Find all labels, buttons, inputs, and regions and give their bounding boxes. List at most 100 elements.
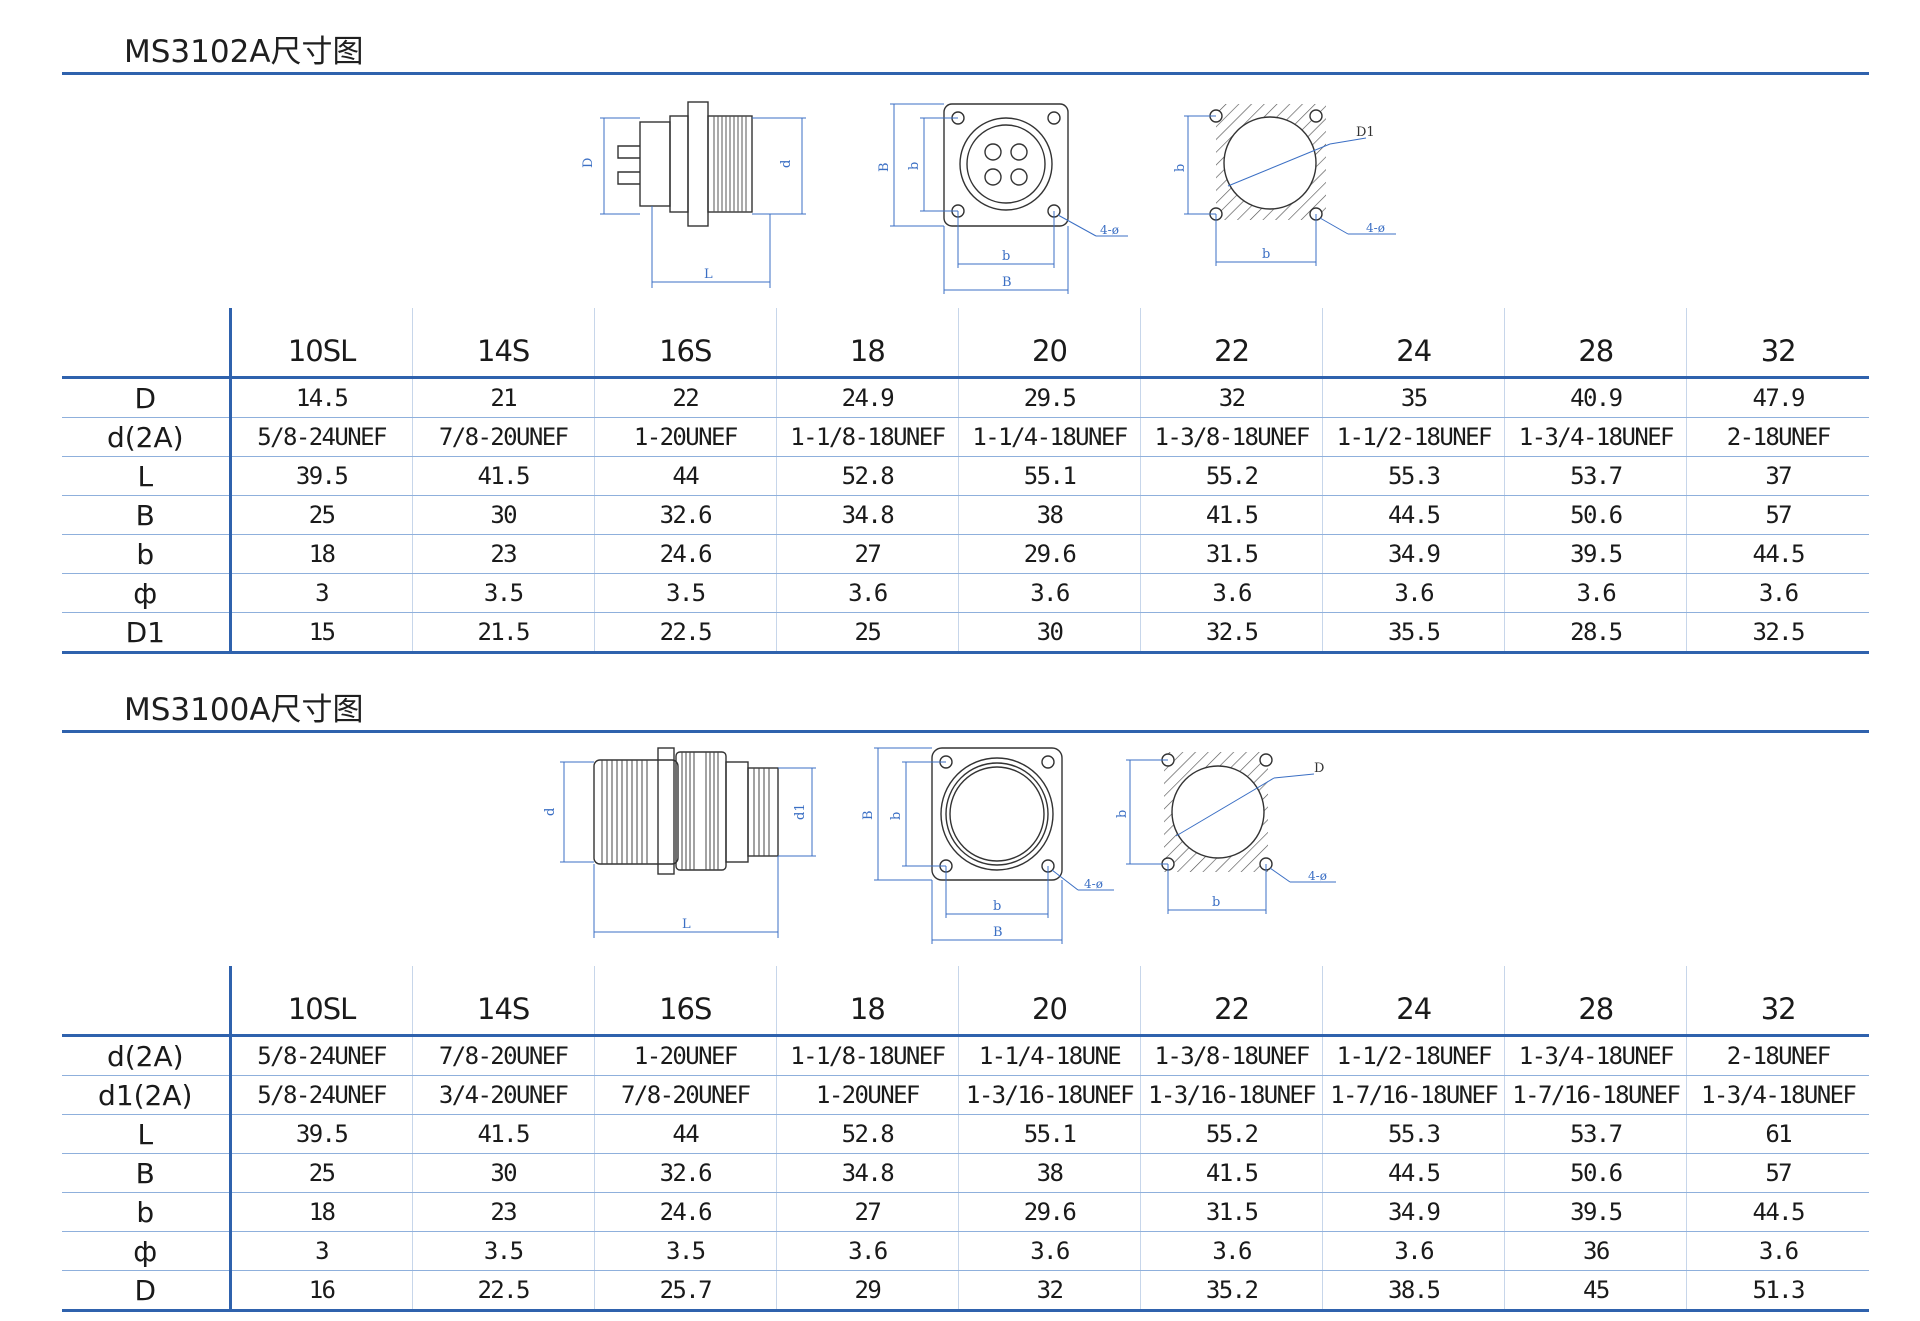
table-cell: 22 (593, 377, 777, 418)
table-cell: 3.6 (1322, 1231, 1505, 1271)
table-cell: 1-3/16-18UNEF (1140, 1075, 1323, 1115)
row-label: d(2A) (62, 417, 232, 457)
table-cell: 32 (957, 1270, 1141, 1312)
column-header: 16S (593, 966, 777, 1037)
table-cell: 30 (957, 612, 1141, 654)
table-cell: 21.5 (411, 612, 595, 654)
table-cell: 35 (1322, 377, 1505, 418)
table-cell: 3.5 (411, 1231, 595, 1271)
table-row: D1 15 21.5 22.5 25 30 32.5 35.5 28.5 32.… (62, 612, 1869, 654)
table-cell: 41.5 (411, 456, 595, 496)
table-cell: 41.5 (411, 1114, 595, 1154)
table-cell: 29 (775, 1270, 959, 1312)
table-cell: 44.5 (1322, 495, 1505, 535)
table-cell: 1-3/8-18UNEF (1140, 1035, 1323, 1076)
row-label: D (62, 1270, 232, 1312)
dim-b-label: b (1173, 164, 1188, 172)
table-cell: 30 (411, 495, 595, 535)
row-label: ф (62, 1231, 232, 1271)
table-cell: 53.7 (1504, 1114, 1687, 1154)
table-header-row: 10SL 14S 16S 18 20 22 24 28 32 (62, 966, 1869, 1037)
table-cell: 3 (229, 573, 413, 613)
table-cell: 1-1/4-18UNEF (957, 417, 1141, 457)
table-row: b 18 23 24.6 27 29.6 31.5 34.9 39.5 44.5 (62, 1192, 1869, 1232)
column-header: 18 (775, 966, 959, 1037)
table-cell: 1-20UNEF (593, 1035, 777, 1076)
table-cell: 3.5 (593, 573, 777, 613)
dim-L-label: L (682, 917, 691, 932)
table-cell: 29.6 (957, 1192, 1141, 1232)
table-cell: 53.7 (1504, 456, 1687, 496)
table-cell: 3.6 (1504, 573, 1687, 613)
table-row: D 14.5 21 22 24.9 29.5 32 35 40.9 47.9 (62, 377, 1869, 418)
table-cell: 7/8-20UNEF (593, 1075, 777, 1115)
table-cell: 1-3/4-18UNEF (1504, 417, 1687, 457)
column-header: 20 (957, 308, 1141, 379)
table-row: b 18 23 24.6 27 29.6 31.5 34.9 39.5 44.5 (62, 534, 1869, 574)
table-cell: 41.5 (1140, 1153, 1323, 1193)
table-cell: 32.6 (593, 495, 777, 535)
table-row: ф 3 3.5 3.5 3.6 3.6 3.6 3.6 3.6 3.6 (62, 573, 1869, 613)
table-cell: 34.8 (775, 1153, 959, 1193)
table-cell: 57 (1686, 1153, 1869, 1193)
column-header: 10SL (229, 308, 413, 379)
row-label: ф (62, 573, 232, 613)
table-cell: 29.5 (957, 377, 1141, 418)
table-cell: 38.5 (1322, 1270, 1505, 1312)
column-header: 22 (1140, 966, 1323, 1037)
dim-d-label: d (779, 160, 794, 168)
table-cell: 44 (593, 1114, 777, 1154)
hole-callout: 4-ø (1308, 869, 1327, 883)
table-cell: 36 (1504, 1231, 1687, 1271)
table-cell: 22.5 (593, 612, 777, 654)
column-header: 14S (411, 966, 595, 1037)
dim-d1-label: d1 (793, 803, 808, 820)
table-row: D 16 22.5 25.7 29 32 35.2 38.5 45 51.3 (62, 1270, 1869, 1312)
table-cell: 45 (1504, 1270, 1687, 1312)
table-cell: 5/8-24UNEF (229, 1075, 413, 1115)
dim-B-bottom-label: B (993, 925, 1003, 940)
table-cell: 52.8 (775, 456, 959, 496)
row-label: d(2A) (62, 1035, 232, 1076)
section-title: MS3102A尺寸图 (124, 34, 364, 70)
table-cell: 1-20UNEF (593, 417, 777, 457)
table-cell: 25 (229, 495, 413, 535)
front-view-drawing: B b 4-ø b B (876, 96, 1146, 306)
hole-callout: 4-ø (1084, 877, 1103, 891)
dim-b-bottom-label: b (1212, 895, 1220, 910)
table-cell: 40.9 (1504, 377, 1687, 418)
column-header: 18 (775, 308, 959, 379)
row-label: D (62, 377, 232, 418)
column-header: 24 (1322, 966, 1505, 1037)
column-header: 22 (1140, 308, 1323, 379)
column-header: 32 (1686, 966, 1869, 1037)
table-cell: 3.6 (1686, 1231, 1869, 1271)
table-cell: 39.5 (1504, 534, 1687, 574)
table-cell: 1-7/16-18UNEF (1504, 1075, 1687, 1115)
column-header: 20 (957, 966, 1141, 1037)
dim-L-label: L (704, 267, 713, 282)
table-cell: 1-3/16-18UNEF (957, 1075, 1141, 1115)
table-cell: 37 (1686, 456, 1869, 496)
table-row: B 25 30 32.6 34.8 38 41.5 44.5 50.6 57 (62, 1153, 1869, 1193)
column-header: 28 (1504, 966, 1687, 1037)
hole-callout: 4-ø (1100, 223, 1119, 237)
table-cell: 25.7 (593, 1270, 777, 1312)
table-cell: 1-3/4-18UNEF (1686, 1075, 1869, 1115)
table-cell: 38 (957, 1153, 1141, 1193)
dim-b-label: b (1115, 810, 1130, 818)
table-row: ф 3 3.5 3.5 3.6 3.6 3.6 3.6 36 3.6 (62, 1231, 1869, 1271)
column-header: 16S (593, 308, 777, 379)
section-title: MS3100A尺寸图 (124, 692, 364, 728)
table-cell: 24.9 (775, 377, 959, 418)
column-header: 32 (1686, 308, 1869, 379)
table-cell: 31.5 (1140, 534, 1323, 574)
row-label: b (62, 1192, 232, 1232)
table-cell: 16 (229, 1270, 413, 1312)
table-cell: 35.5 (1322, 612, 1505, 654)
table-cell: 7/8-20UNEF (411, 1035, 595, 1076)
dim-b-bottom-label: b (993, 899, 1001, 914)
table-cell: 50.6 (1504, 1153, 1687, 1193)
dimension-table: 10SL 14S 16S 18 20 22 24 28 32 d(2A) 5/8… (62, 966, 1869, 1312)
table-cell: 18 (229, 1192, 413, 1232)
